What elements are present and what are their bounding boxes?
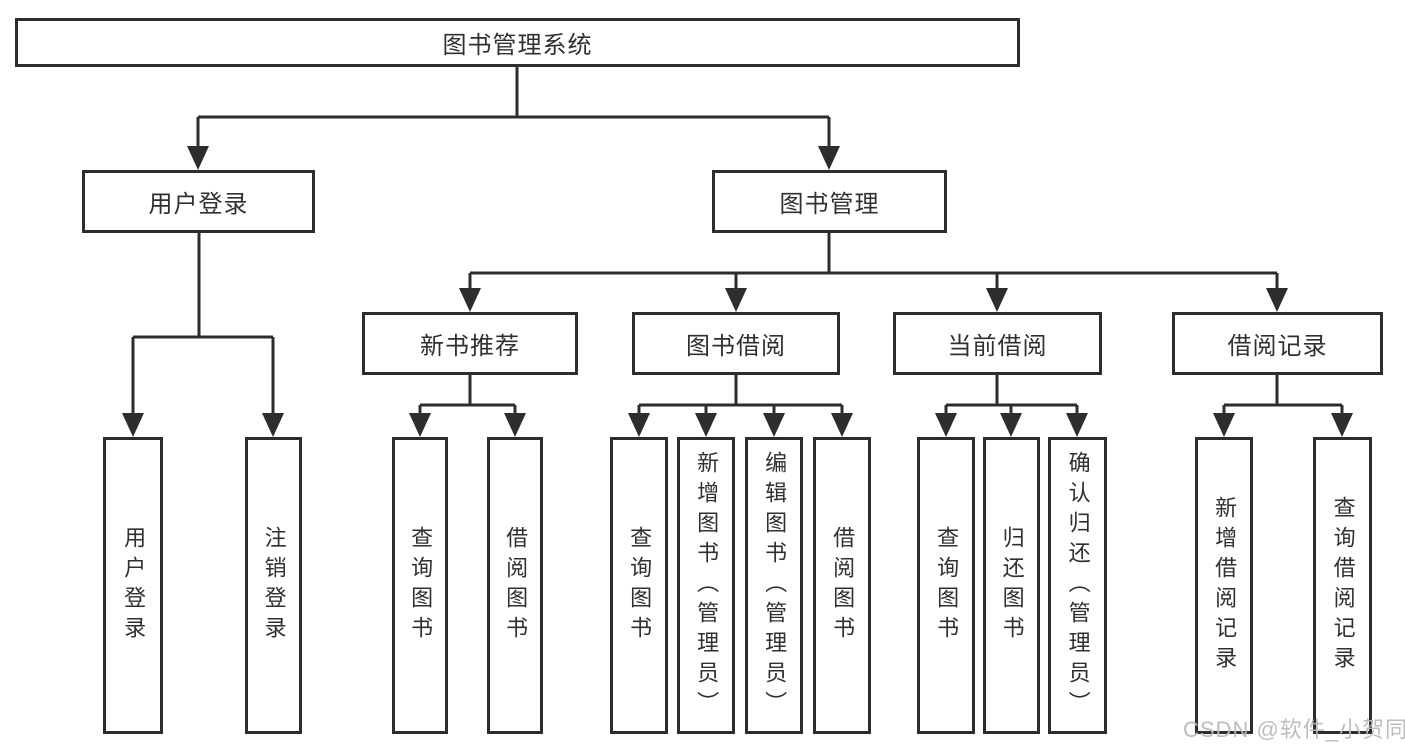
- leaf-logout-login: 注销登录: [245, 437, 302, 734]
- leaf-add-books-admin: 新增图书（管理员）: [677, 437, 735, 734]
- leaf-add-borrow-record: 新增借阅记录: [1195, 437, 1253, 734]
- node-label: 当前借阅: [947, 333, 1048, 360]
- leaf-label: 编辑图书（管理员）: [762, 450, 788, 721]
- node-new-book-recommendation: 新书推荐: [362, 312, 578, 375]
- leaf-return-books: 归还图书: [983, 437, 1040, 734]
- leaf-label: 查询图书: [934, 525, 960, 646]
- leaf-edit-books-admin: 编辑图书（管理员）: [745, 437, 803, 734]
- leaf-borrow-books-borrowing: 借阅图书: [813, 437, 871, 734]
- node-label: 新书推荐: [420, 333, 520, 360]
- node-book-borrowing: 图书借阅: [632, 312, 840, 375]
- arrowhead-icons: [122, 146, 1353, 437]
- leaf-borrow-books-newbook: 借阅图书: [487, 437, 543, 734]
- node-label: 图书管理: [779, 191, 880, 218]
- node-label: 图书管理系统: [442, 32, 593, 59]
- node-user-login: 用户登录: [82, 170, 315, 233]
- leaf-search-borrow-record: 查询借阅记录: [1313, 437, 1372, 734]
- leaf-label: 新增借阅记录: [1212, 495, 1238, 676]
- node-book-management: 图书管理: [712, 170, 947, 233]
- leaf-label: 查询图书: [627, 525, 653, 646]
- leaf-label: 用户登录: [121, 525, 147, 646]
- leaf-label: 确认归还（管理员）: [1065, 450, 1091, 721]
- leaf-label: 借阅图书: [503, 525, 529, 646]
- leaf-confirm-return-admin: 确认归还（管理员）: [1048, 437, 1107, 734]
- leaf-search-books-borrowing: 查询图书: [610, 437, 668, 734]
- node-label: 图书借阅: [686, 333, 786, 360]
- node-borrowing-records: 借阅记录: [1172, 312, 1383, 375]
- node-label: 借阅记录: [1227, 333, 1328, 360]
- leaf-label: 查询借阅记录: [1330, 495, 1356, 676]
- leaf-label: 归还图书: [999, 525, 1025, 646]
- node-current-borrowing: 当前借阅: [893, 312, 1102, 375]
- leaf-search-books-current: 查询图书: [917, 437, 975, 734]
- leaf-search-books-newbook: 查询图书: [392, 437, 448, 734]
- leaf-label: 注销登录: [261, 525, 287, 646]
- csdn-watermark: CSDN @软件_小贺同学: [1183, 717, 1405, 742]
- leaf-label: 查询图书: [408, 525, 434, 646]
- connector-lines: [131, 67, 1344, 415]
- node-label: 用户登录: [148, 191, 249, 218]
- node-library-management-system: 图书管理系统: [15, 18, 1020, 67]
- leaf-label: 新增图书（管理员）: [694, 450, 720, 721]
- leaf-user-login: 用户登录: [103, 437, 163, 734]
- leaf-label: 借阅图书: [830, 525, 856, 646]
